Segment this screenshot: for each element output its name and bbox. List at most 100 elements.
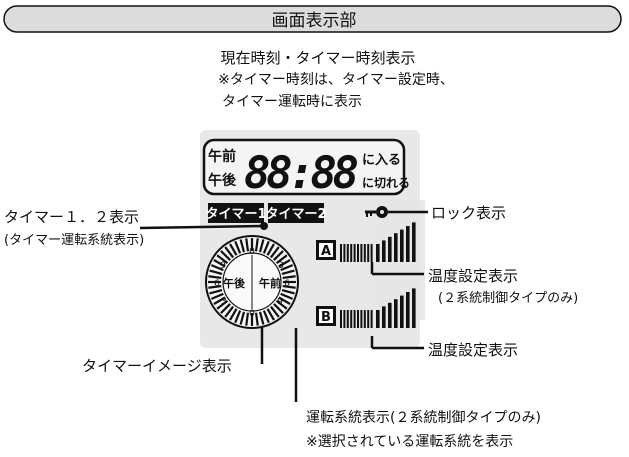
temp-b-comb-segment xyxy=(340,310,342,328)
dial-tick xyxy=(280,264,294,272)
ampm-top-label: 午前 xyxy=(208,148,236,165)
clock-callout-note-1: ※タイマー時刻は、タイマー設定時、 xyxy=(218,72,454,88)
dial-tick xyxy=(258,311,265,325)
dial-tick xyxy=(280,292,294,300)
dial-tick xyxy=(210,292,224,300)
dial-number-right: 6 xyxy=(284,279,290,289)
temp-a-level-bar xyxy=(376,244,380,262)
dial-tick xyxy=(282,284,296,289)
temp-a-comb-segment xyxy=(353,244,356,262)
dial-tick xyxy=(281,288,295,295)
system-b-indicator: B xyxy=(316,306,336,326)
dial-tick xyxy=(239,239,246,253)
temp-bars-b xyxy=(340,288,416,328)
dial-tick xyxy=(234,240,242,254)
timer12-callout-sub: (タイマー運転系統表示) xyxy=(4,233,144,248)
dial-tick xyxy=(239,311,246,325)
temp-a-comb-segment xyxy=(340,244,342,262)
dial-left-label: 午後 xyxy=(223,276,246,290)
dial-tick xyxy=(254,312,259,326)
dial-tick xyxy=(245,238,250,252)
temp-b-level-bar xyxy=(406,292,410,328)
dial-tick xyxy=(209,288,223,295)
dial-tick xyxy=(209,269,223,276)
temp-b-level-bar xyxy=(394,299,398,328)
dial-tick xyxy=(282,275,296,280)
dial-tick xyxy=(275,299,288,310)
dial-tick xyxy=(216,254,229,265)
timer12-leader-line xyxy=(139,224,263,230)
temp-a-level-bar xyxy=(400,229,404,262)
dial-number-bottom-left: 3 xyxy=(221,297,227,307)
timer12-leader-dot xyxy=(260,222,268,230)
temp-a-comb-segment xyxy=(357,244,359,262)
dial-tick xyxy=(220,303,231,314)
temp-a-callout-sub: (２系統制御タイプのみ) xyxy=(438,291,578,306)
clock-callout-title: 現在時刻・タイマー時刻表示 xyxy=(220,49,415,67)
system-callout-note: ※選択されている運転系統を表示 xyxy=(306,434,513,450)
timer-on-label: に入る xyxy=(362,153,401,168)
temp-b-comb-segment xyxy=(343,310,346,328)
dial-tick xyxy=(213,259,226,268)
key-icon xyxy=(365,206,388,218)
timer-image-dial: 午後 午前 3 6 9 0 3 6 9 0 xyxy=(205,235,299,329)
lock-callout: ロック表示 xyxy=(431,204,506,222)
timer-badges: タイマー1 タイマー2 xyxy=(205,203,327,223)
dial-tick xyxy=(278,259,291,268)
temp-b-comb-segment xyxy=(353,310,356,328)
dial-tick xyxy=(269,246,280,259)
dial-tick xyxy=(220,250,231,261)
temp-b-comb-segment xyxy=(360,310,363,328)
temp-b-comb-segment xyxy=(370,310,373,328)
dial-number-bottom: 0 xyxy=(249,309,255,319)
temp-b-level-bar xyxy=(388,302,392,328)
temp-a-comb-segment xyxy=(346,244,349,262)
temp-b-level-bar xyxy=(412,288,416,328)
system-a-label: A xyxy=(321,244,331,259)
temp-b-comb-segment xyxy=(357,310,359,328)
timer-off-label: に切れる xyxy=(362,176,410,190)
temp-b-level-bar xyxy=(382,306,386,328)
dial-number-top: 0 xyxy=(249,247,255,257)
dial-tick xyxy=(224,305,235,318)
temp-bars-a xyxy=(340,222,416,262)
dial-tick xyxy=(258,239,265,253)
ampm-bottom-label: 午後 xyxy=(208,172,237,189)
temp-b-comb-segment xyxy=(346,310,349,328)
temp-a-level-bar xyxy=(394,233,398,262)
dial-tick xyxy=(278,296,291,305)
dial-number-bottom-right: 9 xyxy=(277,297,283,307)
timer12-callout-title: タイマー１．２表示 xyxy=(4,208,139,226)
dial-tick xyxy=(273,250,284,261)
temp-b-comb-segment xyxy=(350,310,353,328)
timer2-badge: タイマー2 xyxy=(265,207,326,222)
dial-tick xyxy=(281,269,295,276)
header-banner: 画面表示部 xyxy=(3,5,622,33)
temp-a-comb-segment xyxy=(370,244,373,262)
dial-tick xyxy=(262,310,270,324)
temp-b-level-bar xyxy=(400,295,404,328)
temp-b-callout-title: 温度設定表示 xyxy=(428,341,518,359)
dial-tick xyxy=(262,240,270,254)
dial-number-top-left: 9 xyxy=(220,261,226,271)
dial-tick xyxy=(245,312,250,326)
dial-tick xyxy=(208,284,222,289)
dial-tick xyxy=(234,310,242,324)
dial-tick xyxy=(229,243,238,256)
temp-a-comb-segment xyxy=(360,244,363,262)
temp-a-callout-title: 温度設定表示 xyxy=(428,267,518,285)
dial-tick xyxy=(213,296,226,305)
temp-a-level-bar xyxy=(412,222,416,262)
temp-a-level-bar xyxy=(406,226,410,262)
dial-tick xyxy=(208,275,222,280)
dial-number-top-right: 3 xyxy=(278,261,284,271)
dial-tick xyxy=(266,308,275,321)
dial-tick xyxy=(216,299,229,310)
clock-display: 午前 午後 88:88 に入る に切れる xyxy=(202,138,410,199)
clock-digits: 88:88 xyxy=(244,148,359,199)
header-title: 画面表示部 xyxy=(272,11,357,31)
dial-ticks xyxy=(208,238,296,326)
system-callout-title: 運転系統表示(２系統制御タイプのみ) xyxy=(306,410,541,426)
dial-tick xyxy=(210,264,224,272)
